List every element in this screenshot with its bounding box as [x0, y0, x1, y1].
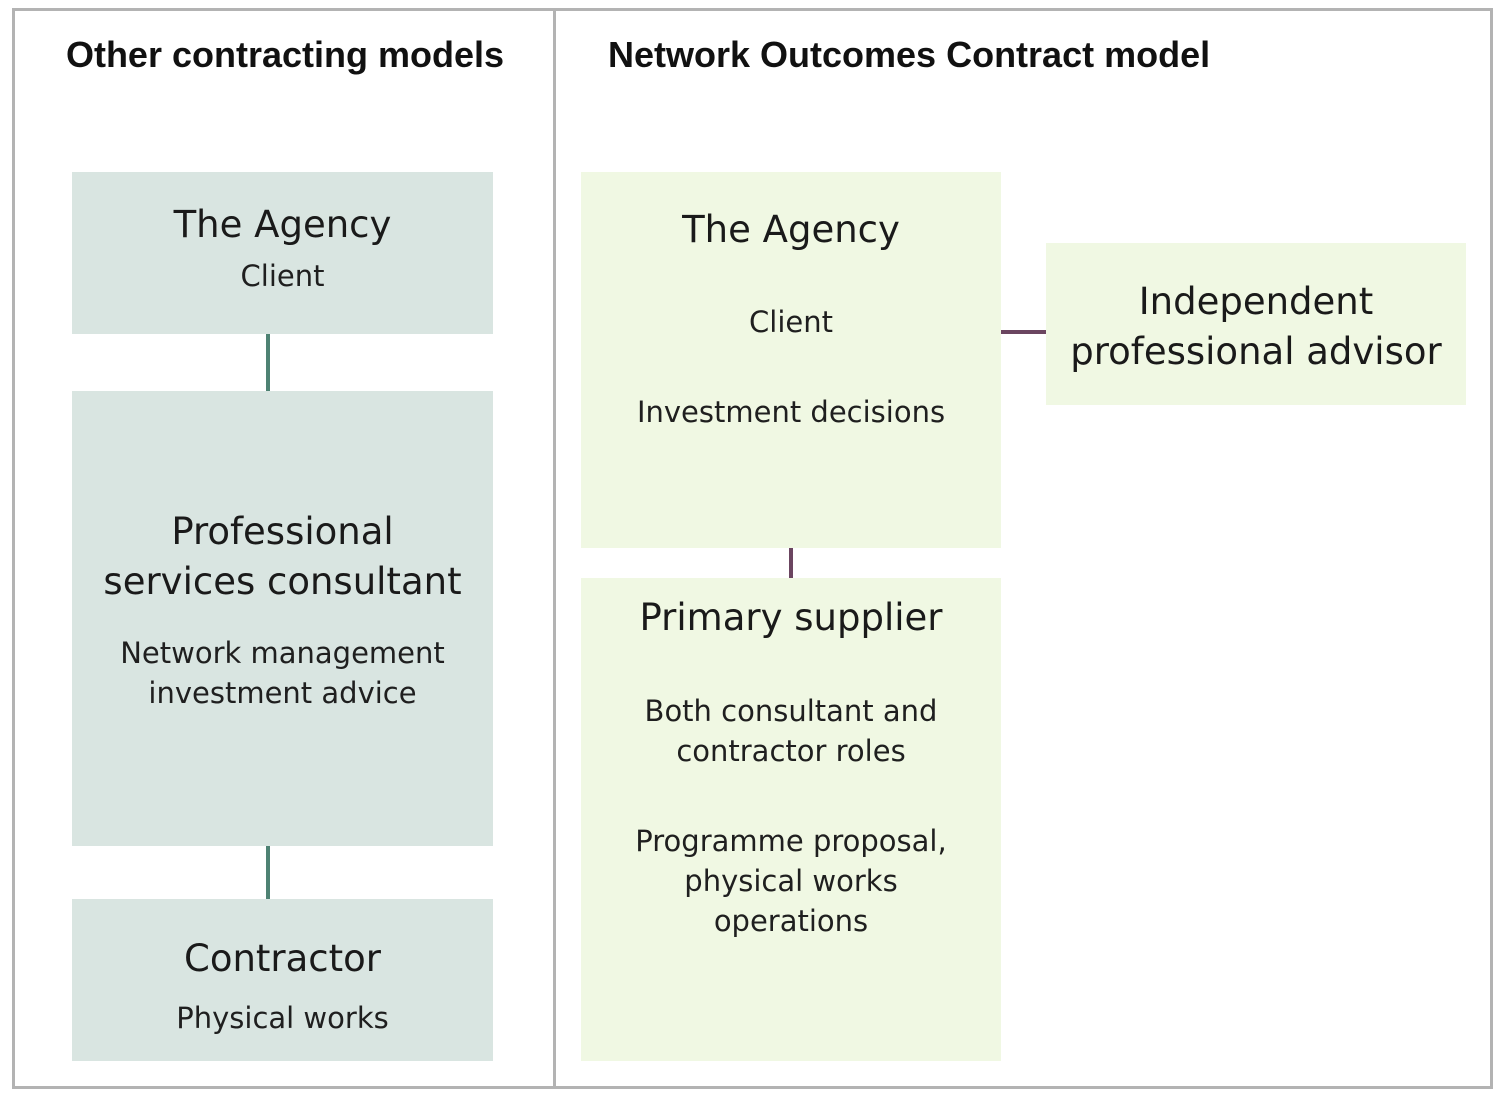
primary-supplier-title: Primary supplier: [639, 596, 943, 639]
contractor-title: Contractor: [183, 937, 381, 980]
right-agency-title: The Agency: [682, 208, 900, 251]
advisor-title: Independent professional advisor: [1070, 280, 1442, 373]
primary-supplier-box: Primary supplier Both consultant and con…: [581, 578, 1001, 1061]
contractor-role: Physical works: [176, 1001, 389, 1035]
noc-model-panel: [553, 8, 1493, 1089]
left-connector-1: [266, 334, 270, 391]
other-models-title: Other contracting models: [65, 34, 505, 75]
right-connector-1: [789, 548, 793, 578]
left-agency-box: The Agency Client: [72, 172, 493, 334]
left-connector-2: [266, 846, 270, 899]
left-agency-title: The Agency: [173, 203, 392, 246]
right-agency-box: The Agency Client Investment decisions: [581, 172, 1001, 548]
contractor-box: Contractor Physical works: [72, 899, 493, 1061]
advisor-box: Independent professional advisor: [1046, 243, 1466, 405]
primary-supplier-responsibilities: Programme proposal, physical works opera…: [635, 824, 947, 938]
noc-model-title: Network Outcomes Contract model: [608, 34, 1211, 75]
advisor-connector: [1001, 330, 1046, 334]
right-agency-responsibility: Investment decisions: [636, 395, 946, 429]
professional-services-title: Professional services consultant: [103, 510, 462, 603]
left-agency-role: Client: [240, 259, 325, 293]
right-agency-role: Client: [749, 305, 833, 339]
professional-services-role: Network management investment advice: [120, 636, 445, 710]
professional-services-box: Professional services consultant Network…: [72, 391, 493, 846]
primary-supplier-roles: Both consultant and contractor roles: [644, 694, 938, 768]
